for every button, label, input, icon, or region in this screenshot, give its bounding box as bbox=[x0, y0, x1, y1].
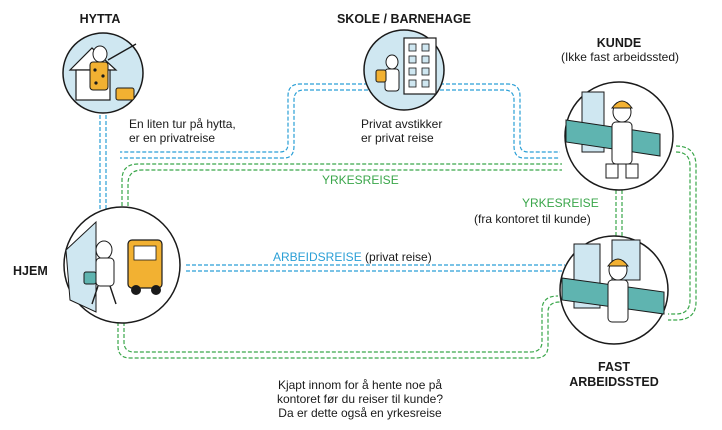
kunde-title: KUNDE bbox=[596, 36, 642, 50]
route-outer-right bbox=[668, 145, 697, 321]
route-bottom bbox=[117, 295, 561, 359]
hytta-caption-line1: En liten tur på hytta, bbox=[129, 117, 236, 131]
arbeidsreise-word: ARBEIDSREISE bbox=[273, 250, 362, 264]
fast-title-line1: FAST bbox=[598, 360, 630, 374]
yrkesreise-right-note: (fra kontoret til kunde) bbox=[474, 212, 591, 226]
bottom-note-line2: kontoret før du reiser til kunde? bbox=[276, 392, 444, 406]
yrkesreise-right-label: YRKESREISE bbox=[522, 196, 599, 210]
skole-caption-line1: Privat avstikker bbox=[361, 117, 443, 131]
arbeidsreise-note: (privat reise) bbox=[365, 250, 432, 264]
route-yrkesreise-top bbox=[121, 163, 562, 212]
office-worker-icon bbox=[559, 235, 669, 345]
arbeidsreise-label: ARBEIDSREISE (privat reise) bbox=[273, 250, 432, 264]
route-skole bbox=[120, 83, 560, 159]
route-yrkesreise-right bbox=[615, 190, 623, 240]
bottom-note-line1: Kjapt innom for å hente noe på bbox=[277, 378, 443, 392]
skole-caption-line2: er privat reise bbox=[361, 131, 434, 145]
school-child-icon bbox=[363, 29, 445, 111]
hytta-caption-line2: er en privatreise bbox=[129, 131, 216, 145]
home-car-icon bbox=[63, 206, 181, 324]
hjem-title: HJEM bbox=[13, 264, 48, 278]
cabin-hiker-icon bbox=[62, 32, 144, 114]
kunde-subtitle: (Ikke fast arbeidssted) bbox=[560, 50, 680, 64]
route-hytta-hjem bbox=[99, 115, 107, 212]
bottom-note-line3: Da er dette også en yrkesreise bbox=[278, 406, 442, 420]
skole-title: SKOLE / BARNEHAGE bbox=[336, 12, 472, 26]
hytta-title: HYTTA bbox=[79, 12, 121, 26]
route-arbeidsreise bbox=[186, 264, 565, 272]
yrkesreise-top-label: YRKESREISE bbox=[322, 173, 399, 187]
fast-title-line2: ARBEIDSSTED bbox=[569, 375, 659, 389]
customer-worker-icon bbox=[564, 81, 674, 191]
